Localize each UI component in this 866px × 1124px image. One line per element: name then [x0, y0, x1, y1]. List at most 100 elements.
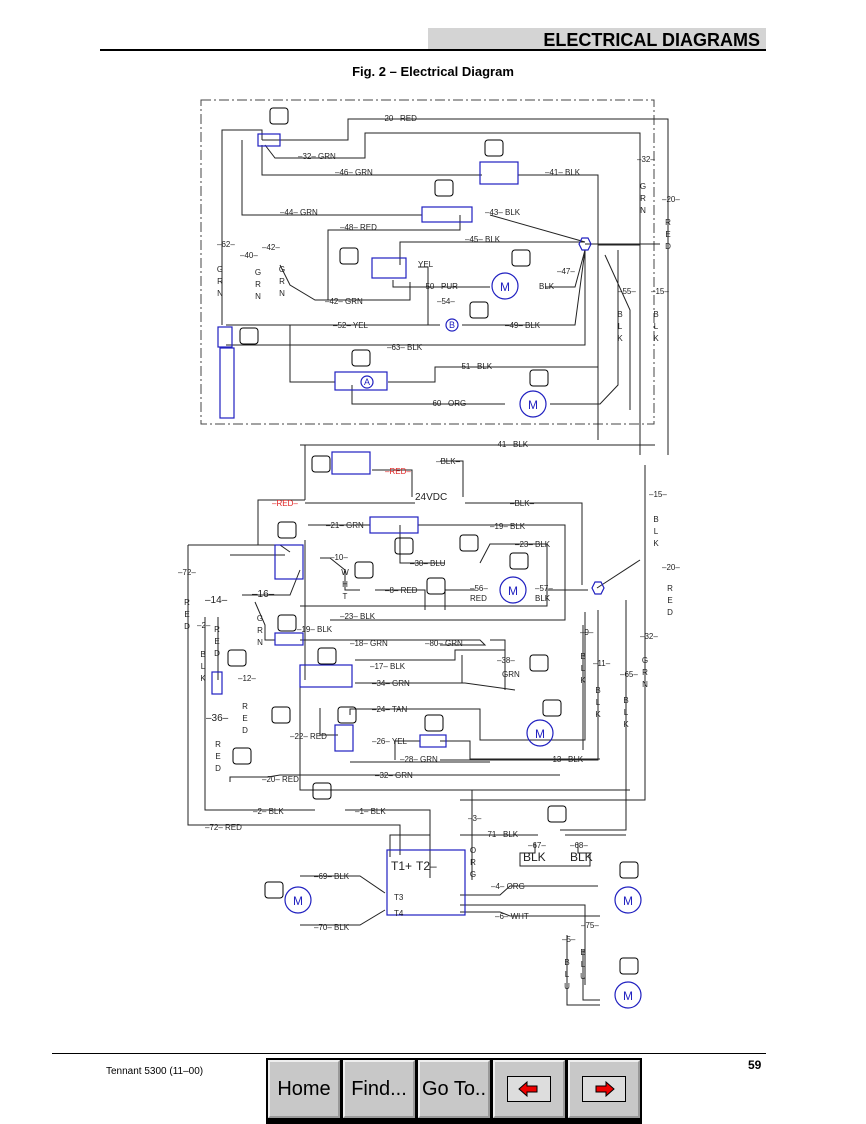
wire-label: –55– [618, 287, 636, 296]
wire [221, 129, 263, 325]
svg-text:M: M [508, 584, 518, 598]
wire-label: –49– BLK [505, 321, 541, 330]
wire-label: –43– BLK [485, 208, 521, 217]
wire-label: –21– GRN [326, 521, 364, 530]
wire-label: –11– [593, 659, 611, 668]
footer-rule [52, 1053, 766, 1054]
wire-label: GRN [641, 656, 650, 692]
component-symbol-icon [351, 349, 371, 367]
wire [351, 385, 505, 405]
wire-label: –6– WHT [495, 912, 529, 921]
key-switch [369, 516, 419, 534]
hour-meter [479, 161, 519, 185]
wire [555, 612, 586, 741]
section-title: ELECTRICAL DIAGRAMS [543, 30, 760, 50]
wire [279, 264, 411, 301]
wire [550, 250, 619, 405]
section-header: ELECTRICAL DIAGRAMS [428, 28, 766, 50]
component-symbol-icon [339, 247, 359, 265]
wire [300, 875, 386, 894]
circuit-breaker [211, 671, 223, 695]
component-symbol-icon [529, 369, 549, 387]
relay [371, 257, 407, 279]
wire [460, 911, 600, 917]
wire-label: YEL [418, 260, 434, 269]
wire-label: –52– YEL [333, 321, 369, 330]
wire-label: RED [213, 625, 222, 661]
wire-label: BLK [199, 650, 208, 686]
brush-switch [334, 371, 388, 391]
wire-label: –30– BLU [410, 559, 446, 568]
wire-label: –32– [637, 155, 655, 164]
find-button[interactable]: Find... [343, 1060, 415, 1118]
wire-label: –45– BLK [465, 235, 501, 244]
wire [300, 543, 548, 607]
wire-label: –32– GRN [298, 152, 336, 161]
main-relay [274, 544, 304, 580]
wire [460, 465, 646, 801]
wire-label: BLK [539, 282, 555, 291]
wire [440, 610, 599, 761]
wire [226, 249, 586, 326]
wire-label: –8– RED [385, 586, 418, 595]
wire [375, 589, 426, 610]
footer-doc: Tennant 5300 (11–00) [106, 1066, 204, 1077]
ground-point-upper [578, 237, 592, 251]
wire-label: –BLK– [436, 457, 461, 466]
next-page-button[interactable] [568, 1060, 640, 1118]
home-button[interactable]: Home [268, 1060, 340, 1118]
wire-label: GRN [254, 268, 263, 304]
svg-text:M: M [535, 727, 545, 741]
wire-label: –50– PUR [421, 282, 458, 291]
wire-label: –16– [252, 589, 275, 600]
wire [596, 559, 641, 589]
wire-label: GRN [502, 670, 520, 679]
wire [262, 118, 669, 455]
wire-label: –56– [470, 584, 488, 593]
component-symbol-icon [232, 747, 252, 765]
wire-label: –80– GRN [425, 639, 463, 648]
wire-label: –51– BLK [457, 362, 493, 371]
wire-label: BLK [594, 686, 603, 722]
wire [261, 145, 482, 176]
wire-label: –46– GRN [335, 168, 373, 177]
wire-label: –2– [197, 621, 211, 630]
wire-label: –41– BLK [545, 168, 581, 177]
dash-frame [200, 99, 655, 425]
component-symbol-icon [269, 107, 289, 125]
wire-label: –69– BLK [314, 872, 350, 881]
wire [308, 524, 566, 621]
wire-label: –60– ORG [428, 399, 466, 408]
wire-label: –23– BLK [515, 540, 551, 549]
red-right-arrow-icon [582, 1076, 626, 1102]
ignition-switch [257, 133, 281, 147]
previous-page-button[interactable] [493, 1060, 565, 1118]
wire-label: –14– [205, 595, 228, 606]
wire-label: –72– [178, 568, 196, 577]
component-symbol-icon [311, 455, 331, 473]
wire-label: –BLK– [510, 499, 535, 508]
wire [241, 140, 422, 216]
component-symbol-icon [264, 881, 284, 899]
probe [219, 347, 235, 419]
wire-label: BLU [563, 958, 572, 994]
wire-label: BLK [570, 850, 593, 864]
goto-button[interactable]: Go To.. [418, 1060, 490, 1118]
svg-text:M: M [528, 398, 538, 412]
wire-label: RED [183, 598, 192, 634]
wire-label: –22– RED [290, 732, 327, 741]
wire [205, 809, 431, 878]
wire-label: GRN [216, 265, 225, 301]
component-symbol-icon [434, 179, 454, 197]
wire [519, 843, 591, 867]
wire-label: –34– GRN [372, 679, 410, 688]
wire [187, 545, 401, 855]
wire-label: –19– BLK [297, 625, 333, 634]
component-B: B [445, 318, 459, 332]
component-symbol-icon [529, 654, 549, 672]
wire-label: –10– [330, 553, 348, 562]
wire-label: –67– [528, 841, 546, 850]
wire [389, 834, 430, 857]
wire [460, 885, 598, 896]
sensor [217, 326, 233, 348]
